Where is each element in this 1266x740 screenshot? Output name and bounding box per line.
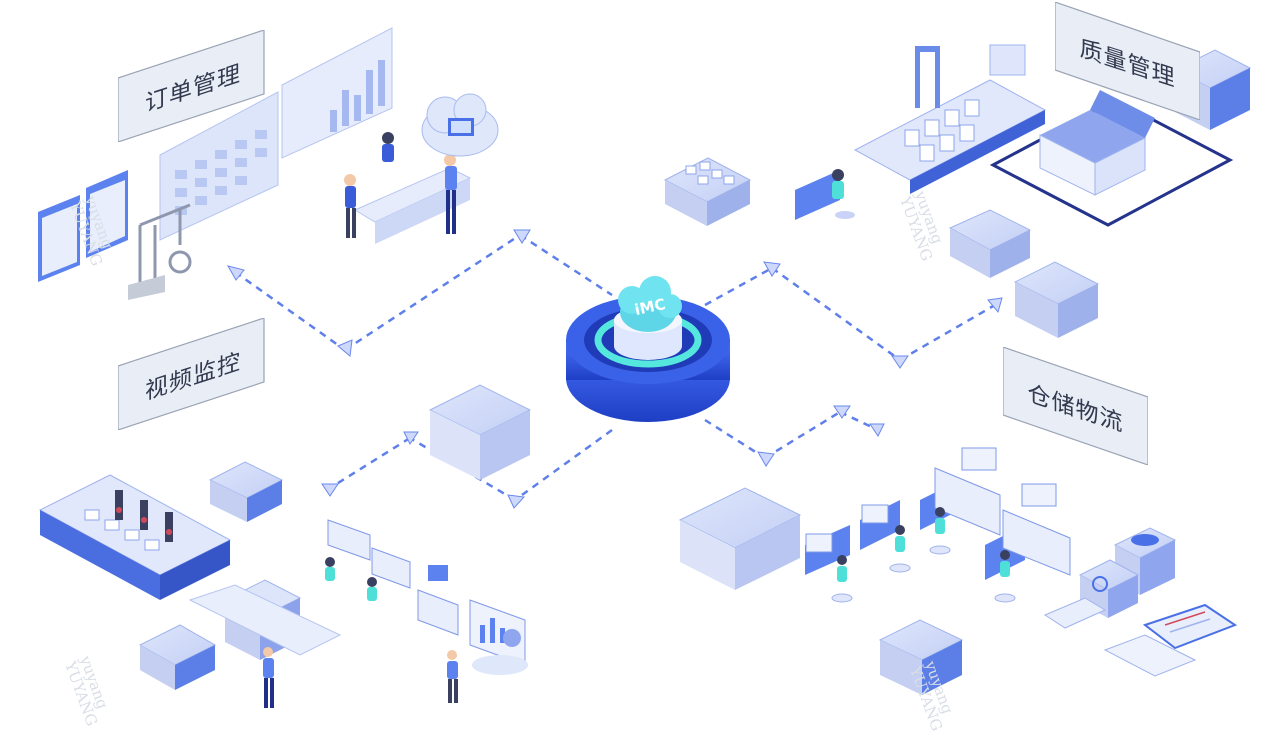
warehouse-icon: [989, 90, 1234, 227]
arrow-icon: [337, 339, 353, 357]
imc-platform: [566, 276, 730, 422]
cloud-server-icon: [421, 93, 499, 157]
person-icon: [344, 132, 457, 238]
storage-box-icon: [878, 619, 964, 695]
arrow-icon: [869, 423, 885, 437]
arrow-icon: [757, 451, 775, 467]
arrow-icon: [321, 483, 339, 497]
cloud-logo-icon: [618, 276, 682, 332]
arrow-heads: [226, 229, 1003, 509]
connector-video-3: [329, 436, 411, 490]
camera-box-icon: [208, 461, 284, 522]
connector-order-2: [344, 233, 521, 352]
server-rack-icon: [428, 384, 532, 480]
plate-shape: [1003, 347, 1148, 465]
arrow-icon: [403, 431, 419, 445]
connector-lines: [234, 233, 996, 502]
arrow-icon: [513, 229, 531, 244]
module-plate-order: 订单管理: [118, 30, 268, 142]
connector-quality-2: [771, 266, 901, 362]
clipboard-icon: [1103, 603, 1238, 677]
plate-shape: [118, 318, 265, 430]
person-icon: [263, 557, 458, 708]
person-icon: [837, 507, 1010, 582]
video-scene: [38, 384, 532, 708]
module-plate-quality: 质量管理: [1055, 2, 1200, 120]
arrow-icon: [763, 261, 781, 277]
order-scene: [38, 27, 499, 300]
connector-logistics-2: [764, 410, 841, 460]
server-box-icon: [663, 157, 752, 226]
module-plate-video: 视频监控: [118, 318, 268, 430]
document-panels: [38, 170, 128, 282]
connector-quality-3: [899, 303, 996, 362]
scanner-gate-icon: [188, 579, 342, 660]
arrow-icon: [891, 355, 909, 369]
connector-logistics-1: [704, 418, 766, 460]
arrow-icon: [833, 405, 851, 419]
conveyor-icon: [38, 474, 232, 600]
connector-order-3: [519, 233, 613, 297]
connector-quality-1: [704, 266, 773, 307]
connector-video-1: [514, 428, 613, 502]
arrow-icon: [507, 494, 526, 509]
crane-icon: [138, 203, 192, 285]
operator-desk-icon: [795, 169, 855, 220]
plate-shape: [1055, 2, 1200, 120]
logistics-scene: [678, 447, 1238, 695]
storage-box-icon: [138, 624, 217, 690]
conveyor-icon: [853, 44, 1047, 194]
plate-shape: [118, 30, 265, 142]
connector-order-1: [234, 270, 346, 352]
monitor-panels: [327, 519, 526, 666]
arrow-icon: [226, 265, 245, 281]
module-plate-logistics: 仓储物流: [1003, 347, 1148, 465]
server-rack-icon: [678, 487, 802, 590]
arrow-icon: [987, 297, 1003, 314]
forklift-icon: [1043, 559, 1140, 629]
